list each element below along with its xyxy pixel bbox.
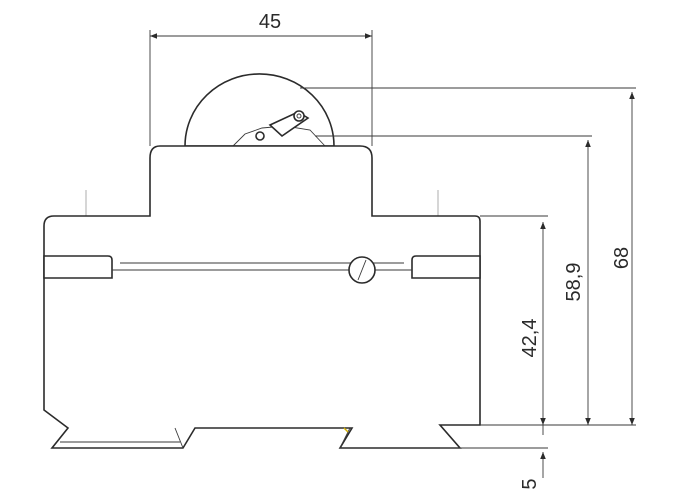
rail-slot-left <box>174 427 184 449</box>
left-terminal-recess <box>43 255 113 279</box>
marker-tick <box>343 427 349 433</box>
right-terminal-recess <box>411 255 481 279</box>
height589-label: 58,9 <box>563 263 585 302</box>
rail-label: 5 <box>519 478 541 489</box>
height68-label: 68 <box>611 247 633 269</box>
screw-slot <box>357 259 367 281</box>
toggle-pivot <box>293 110 305 122</box>
width-label: 45 <box>259 11 281 33</box>
height424-label: 42,4 <box>519 319 541 358</box>
toggle-pivot-inner <box>296 113 302 119</box>
breaker-housing <box>43 145 481 449</box>
toggle-spring-point <box>255 131 265 141</box>
